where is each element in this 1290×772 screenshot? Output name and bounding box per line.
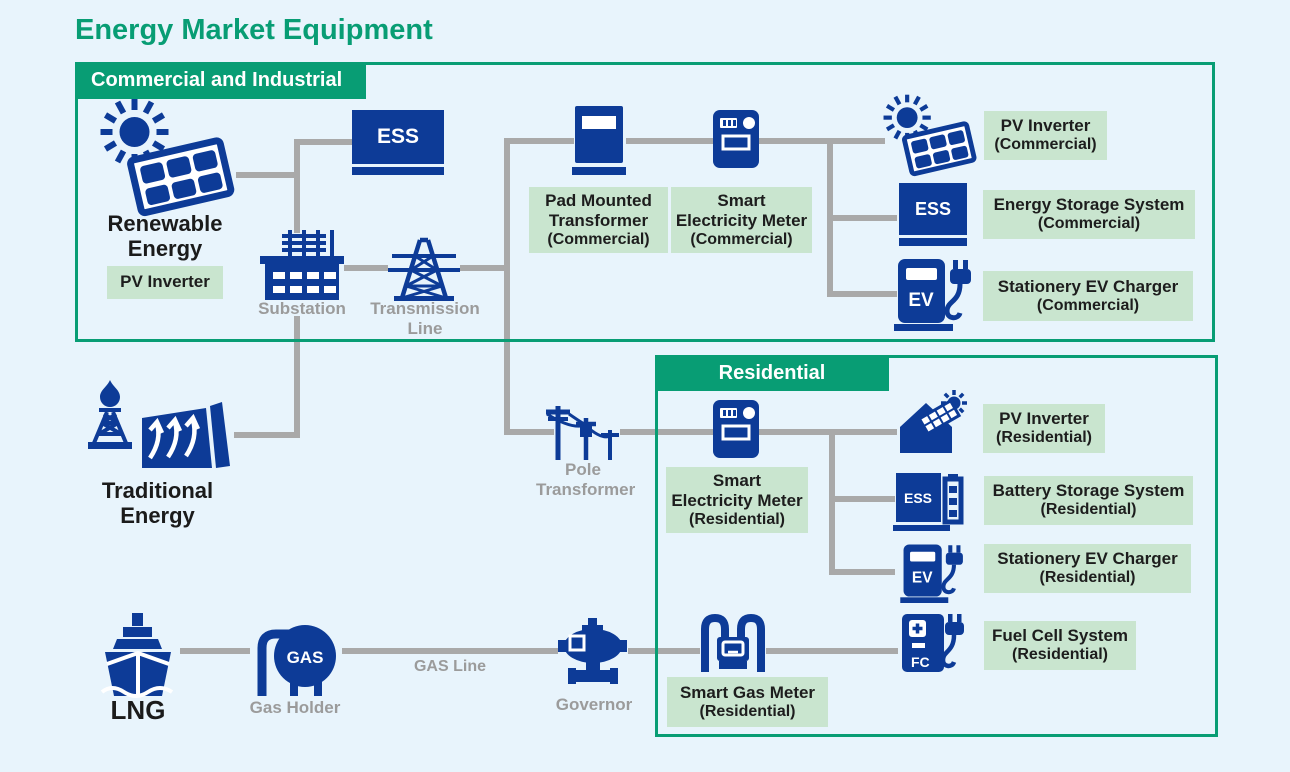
gas-icon-label: GAS (287, 648, 324, 667)
ev-icon-label: EV (908, 290, 934, 311)
pv-inverter-residential-chip: PV Inverter (Residential) (983, 404, 1105, 453)
transmission-line-label: Transmission Line (370, 299, 480, 338)
battery-storage-system-chip: Battery Storage System (Residential) (984, 476, 1193, 525)
substation-label: Substation (258, 299, 346, 318)
flame-icon (100, 380, 120, 407)
sun-icon (883, 94, 931, 142)
renewable-energy-icon (92, 98, 237, 217)
ess-icon-label: ESS (376, 125, 420, 148)
pv-inverter-commercial-icon (878, 94, 978, 177)
ess-icon-label: ESS (904, 490, 932, 506)
pv-inverter-commercial-chip: PV Inverter (Commercial) (984, 111, 1107, 160)
gas-holder-label: Gas Holder (249, 698, 341, 717)
connector-line (766, 648, 898, 654)
traditional-energy-label: Traditional Energy (101, 478, 214, 528)
smart-gas-meter-icon (698, 612, 768, 674)
residential-section-header-label: Residential (718, 361, 826, 384)
commercial-section-header-label: Commercial and Industrial (91, 69, 343, 91)
connector-line (829, 569, 895, 575)
residential-section-header: Residential (655, 355, 889, 391)
smart-gas-meter-chip: Smart Gas Meter (Residential) (667, 677, 828, 727)
battery-storage-system-icon: ESS (893, 471, 964, 531)
gas-holder-icon: GAS (248, 618, 340, 698)
ess-icon: ESS (352, 110, 444, 175)
transmission-line-icon (386, 236, 462, 302)
fuel-cell-system-icon: FC (900, 612, 964, 678)
connector-line (829, 496, 895, 502)
connector-line (759, 138, 885, 144)
pole-transformer-icon (538, 398, 624, 462)
energy-storage-system-icon: ESS (899, 183, 967, 246)
connector-line (759, 429, 897, 435)
connector-line (626, 138, 714, 144)
pv-inverter-residential-icon (894, 390, 967, 459)
solar-panel-icon (127, 137, 235, 217)
battery-icon (942, 474, 964, 525)
connector-line (294, 316, 300, 438)
sun-icon (100, 99, 169, 166)
ev-icon-label: EV (912, 570, 933, 587)
energy-storage-system-chip: Energy Storage System (Commercial) (983, 190, 1195, 239)
lng-ship-icon (98, 610, 178, 700)
governor-label: Governor (555, 695, 633, 714)
smart-electricity-meter-residential-icon (713, 400, 759, 458)
connector-line (180, 648, 250, 654)
solar-panel-icon (902, 121, 977, 177)
smart-electricity-meter-commercial-chip: Smart Electricity Meter (Commercial) (671, 187, 812, 253)
smart-electricity-meter-residential-chip: Smart Electricity Meter (Residential) (666, 467, 808, 533)
connector-line (294, 139, 300, 233)
connector-line (504, 429, 554, 435)
ev-charger-residential-chip: Stationery EV Charger (Residential) (984, 544, 1191, 593)
connector-line (342, 648, 558, 654)
lng-label: LNG (110, 695, 166, 725)
page-title: Energy Market Equipment (75, 14, 433, 46)
pv-inverter-chip: PV Inverter (107, 266, 223, 299)
connector-line (460, 265, 508, 271)
commercial-section-header: Commercial and Industrial (75, 62, 366, 99)
connector-line (234, 432, 300, 438)
ev-charger-residential-icon: EV (900, 542, 964, 603)
fc-icon-label: FC (911, 654, 930, 670)
renewable-energy-label: Renewable Energy (107, 211, 223, 261)
traditional-energy-icon (86, 380, 232, 478)
connector-line (504, 138, 510, 435)
connector-line (294, 139, 352, 145)
connector-line (620, 429, 715, 435)
governor-icon (556, 618, 630, 690)
connector-line (827, 291, 897, 297)
connector-line (827, 215, 897, 221)
substation-icon (260, 226, 344, 300)
fuel-cell-system-chip: Fuel Cell System (Residential) (984, 621, 1136, 670)
pad-mounted-transformer-chip: Pad Mounted Transformer (Commercial) (529, 187, 668, 253)
smart-electricity-meter-commercial-icon (713, 110, 759, 168)
pad-mounted-transformer-icon (572, 106, 626, 176)
ev-charger-commercial-chip: Stationery EV Charger (Commercial) (983, 271, 1193, 321)
ev-charger-commercial-icon: EV (894, 256, 972, 331)
connector-line (628, 648, 700, 654)
connector-line (504, 138, 574, 144)
pole-transformer-label: Pole Transformer (536, 460, 636, 499)
gas-line-label: GAS Line (413, 658, 486, 675)
connector-line (236, 172, 298, 178)
connector-line (344, 265, 388, 271)
dam-icon (142, 402, 230, 468)
ess-icon-label: ESS (914, 198, 952, 219)
solar-panel-icon (917, 398, 962, 436)
